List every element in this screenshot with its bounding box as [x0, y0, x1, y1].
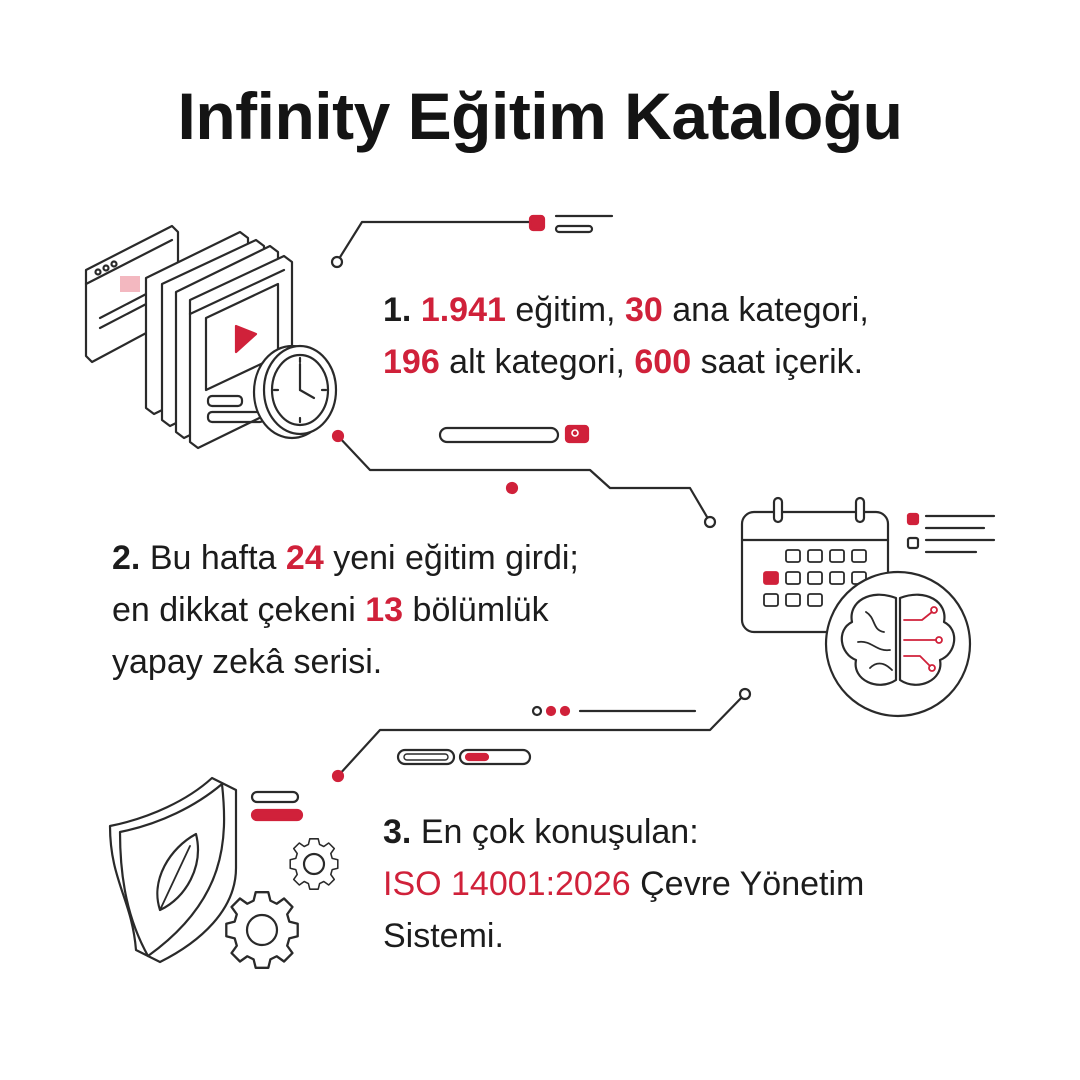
stat-item-2-line-1: 2. Bu hafta 24 yeni eğitim girdi; [112, 532, 579, 584]
stat-item-3-line-1: 3. En çok konuşulan: [383, 806, 864, 858]
stat-item-3-line-3: Sistemi. [383, 910, 864, 962]
stat-text: bölümlük [403, 591, 549, 629]
stat-text: En çok konuşulan: [420, 813, 699, 851]
stat-text: yeni eğitim girdi; [323, 539, 579, 577]
stat-text: ana kategori, [662, 291, 869, 329]
stat-item-3: 3. En çok konuşulan: ISO 14001:2026 Çevr… [383, 806, 864, 962]
stat-highlight: 600 [634, 343, 692, 381]
stat-highlight: ISO 14001:2026 [383, 865, 631, 903]
stat-item-2: 2. Bu hafta 24 yeni eğitim girdi; en dik… [112, 532, 579, 688]
stat-text: Sistemi. [383, 917, 504, 955]
stat-text: yapay zekâ serisi. [112, 643, 383, 681]
stat-text: saat içerik. [691, 343, 864, 381]
stat-text: Çevre Yönetim [630, 865, 865, 903]
stat-highlight: 30 [624, 291, 663, 329]
stat-number-label: 1. [383, 291, 421, 329]
video-library-clock-icon [84, 224, 338, 450]
stat-highlight: 24 [285, 539, 324, 577]
stat-number-label: 3. [383, 813, 421, 851]
stat-item-3-line-2: ISO 14001:2026 Çevre Yönetim [383, 858, 864, 910]
stat-text: Bu hafta [149, 539, 286, 577]
connector-lines [330, 214, 752, 783]
stat-highlight: 196 [383, 343, 440, 381]
stat-highlight: 1.941 [420, 291, 506, 329]
calendar-brain-icon [740, 496, 996, 718]
stat-text: en dikkat çekeni [112, 591, 366, 629]
stat-highlight: 13 [365, 591, 404, 629]
page-title: Infinity Eğitim Kataloğu [177, 79, 904, 153]
stat-number-label: 2. [112, 539, 150, 577]
stat-text: eğitim, [505, 291, 625, 329]
stat-item-2-line-2: en dikkat çekeni 13 bölümlük [112, 584, 579, 636]
stat-item-2-line-3: yapay zekâ serisi. [112, 636, 579, 688]
stat-text: alt kategori, [439, 343, 635, 381]
stat-item-1: 1. 1.941 eğitim, 30 ana kategori, 196 al… [383, 284, 869, 388]
stat-item-1-line-2: 196 alt kategori, 600 saat içerik. [383, 336, 869, 388]
shield-leaf-gears-icon [108, 776, 339, 969]
stat-item-1-line-1: 1. 1.941 eğitim, 30 ana kategori, [383, 284, 869, 336]
